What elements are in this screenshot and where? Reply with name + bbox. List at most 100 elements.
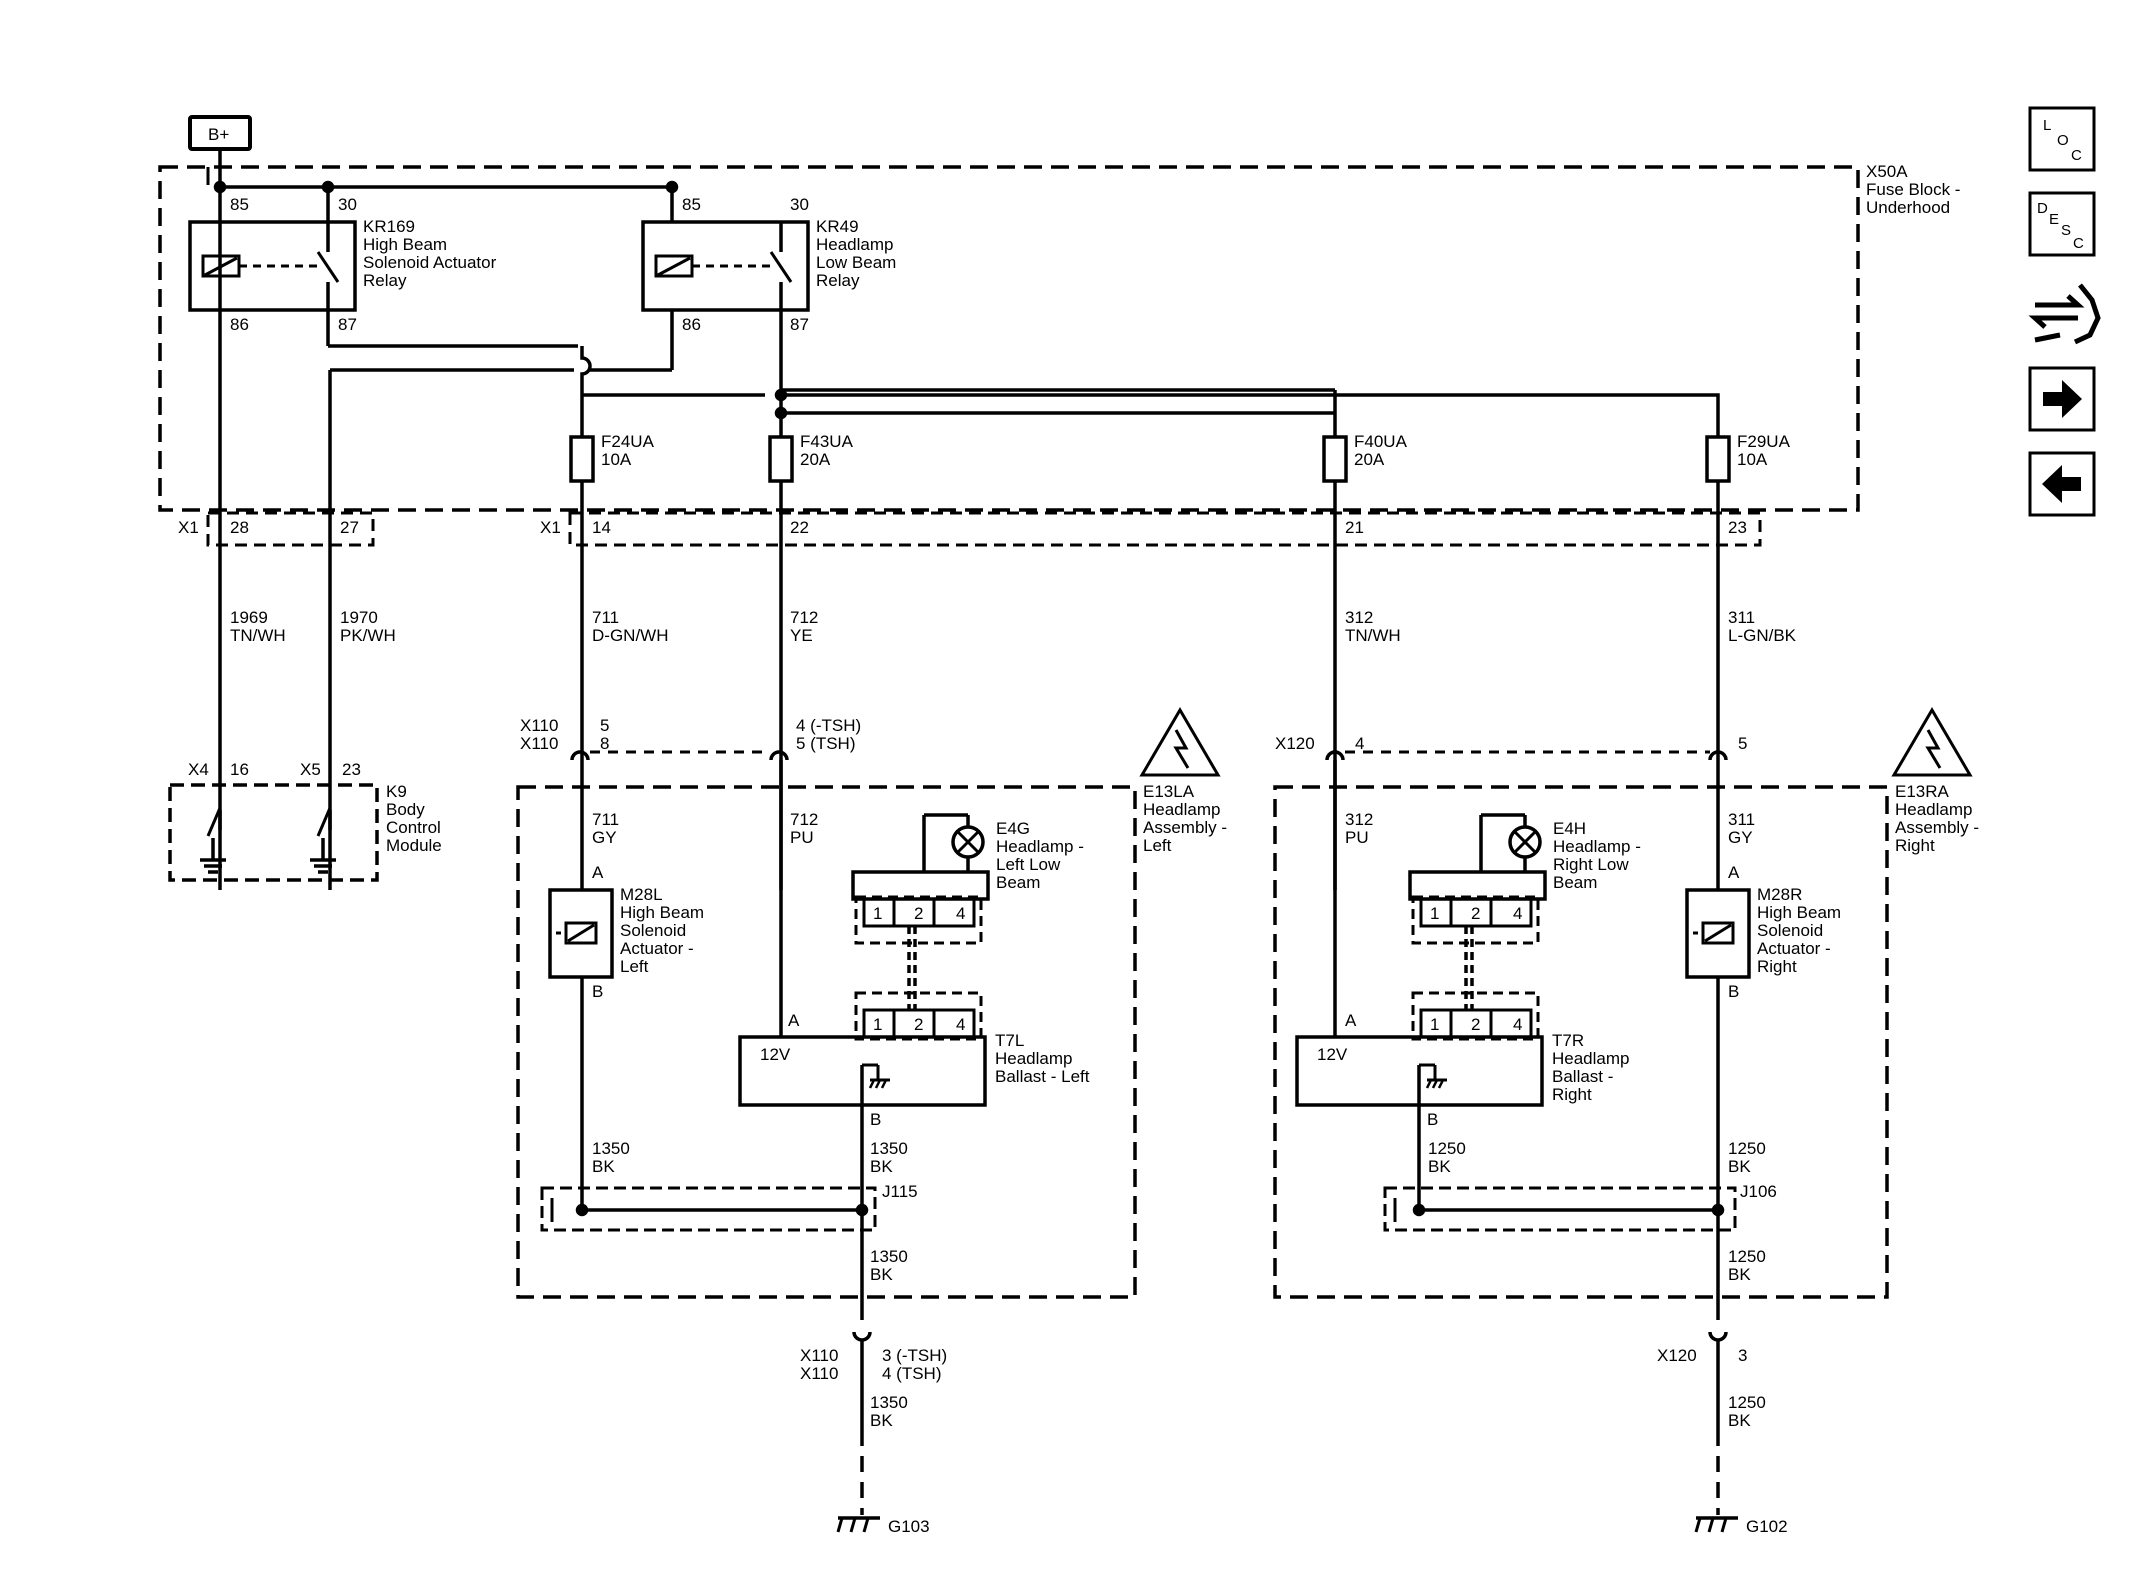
fuse-f24ua — [569, 435, 595, 483]
wire-number: 712 — [790, 810, 818, 829]
ballast-desc: Headlamp — [995, 1049, 1073, 1068]
connector-pin: 3 — [1738, 1346, 1747, 1365]
lamp-pin: 2 — [914, 904, 923, 923]
relay-pin: 30 — [790, 195, 809, 214]
solenoid-pin: B — [592, 982, 603, 1001]
relay-desc: High Beam — [363, 235, 447, 254]
wire-color: L-GN/BK — [1728, 626, 1797, 645]
bcm-pin: 16 — [230, 760, 249, 779]
desc-letter: E — [2049, 211, 2059, 228]
bcm-desc: Body — [386, 800, 425, 819]
ballast-voltage: 12V — [1317, 1045, 1348, 1064]
fuse-f43ua — [768, 435, 794, 483]
wire-color: D-GN/WH — [592, 626, 668, 645]
connector-end-view-icon[interactable] — [2028, 283, 2101, 345]
relay-kr169 — [188, 220, 357, 312]
loc-letter: L — [2043, 117, 2051, 134]
ballast-pin: B — [1427, 1110, 1438, 1129]
connector-x110: X110 — [520, 734, 558, 753]
solenoid-pin: A — [1728, 863, 1740, 882]
wire-number: 712 — [790, 608, 818, 627]
fuse-block-outline — [158, 165, 1860, 512]
wire-number: 1250 — [1428, 1139, 1466, 1158]
ballast-pin: A — [1345, 1011, 1357, 1030]
bcm-name: K9 — [386, 782, 407, 801]
wire-number: 1250 — [1728, 1393, 1766, 1412]
bcm-desc: Control — [386, 818, 441, 837]
solenoid-name: M28L — [620, 885, 663, 904]
connector-pin: 5 — [600, 716, 609, 735]
ballast-pin: 4 — [956, 1015, 965, 1034]
lamp-desc: Beam — [996, 873, 1040, 892]
lamp-pin: 4 — [1513, 904, 1522, 923]
fuse-f40ua — [1322, 435, 1348, 483]
wire-color: BK — [870, 1157, 893, 1176]
bcm-desc: Module — [386, 836, 442, 855]
splice-label: J106 — [1740, 1182, 1777, 1201]
relay-desc: Headlamp — [816, 235, 894, 254]
x1-connector-label: X1 — [178, 518, 199, 537]
wire-number: 1350 — [870, 1247, 908, 1266]
connector-pin: 4 — [1355, 734, 1364, 753]
wire-number: 312 — [1345, 608, 1373, 627]
lamp-desc: Headlamp - — [996, 837, 1084, 856]
loc-button[interactable]: L O C — [2028, 106, 2096, 172]
x1-connector-right — [568, 511, 1762, 547]
solenoid-pin: A — [592, 863, 604, 882]
desc-button[interactable]: D E S C — [2028, 191, 2096, 257]
fuse-f29ua — [1705, 435, 1731, 483]
bcm-k9-outline — [168, 783, 379, 882]
arrow-left-icon[interactable] — [2028, 451, 2096, 517]
wire-color: BK — [870, 1411, 893, 1430]
ballast-pin: B — [870, 1110, 881, 1129]
lamp-pin: 2 — [1471, 904, 1480, 923]
relay-pin: 86 — [682, 315, 701, 334]
relay-pin: 87 — [790, 315, 809, 334]
wire-color: BK — [1428, 1157, 1451, 1176]
fuse-rating: 20A — [800, 450, 831, 469]
solenoid-desc: Solenoid — [1757, 921, 1823, 940]
ballast-desc: Ballast - — [1552, 1067, 1613, 1086]
lamp-pin: 1 — [1430, 904, 1439, 923]
arrow-right-icon[interactable] — [2028, 366, 2096, 432]
splice-j106 — [1383, 1186, 1737, 1232]
high-voltage-warning-icon — [1891, 707, 1973, 777]
fuse-rating: 10A — [1737, 450, 1768, 469]
x1-pin: 23 — [1728, 518, 1747, 537]
fuse-rating: 20A — [1354, 450, 1385, 469]
wire-color: BK — [1728, 1411, 1751, 1430]
ballast-pin: 2 — [1471, 1015, 1480, 1034]
wire-number: 1970 — [340, 608, 378, 627]
ballast-name: T7L — [995, 1031, 1024, 1050]
bcm-connector: X4 — [188, 760, 209, 779]
right-assembly-outline — [1273, 785, 1889, 1299]
relay-name: KR169 — [363, 217, 415, 236]
bcm-pin: 23 — [342, 760, 361, 779]
lamp-e4g-base — [851, 870, 990, 901]
solenoid-desc: Left — [620, 957, 649, 976]
wire-color: PU — [1345, 828, 1369, 847]
ground-label: G103 — [888, 1517, 930, 1536]
assembly-desc: Headlamp — [1895, 800, 1973, 819]
connector-x110: X110 — [800, 1346, 838, 1365]
connector-x120: X120 — [1657, 1346, 1697, 1365]
desc-letter: D — [2037, 200, 2048, 217]
relay-pin: 87 — [338, 315, 357, 334]
ground-label: G102 — [1746, 1517, 1788, 1536]
solenoid-desc: High Beam — [620, 903, 704, 922]
fuse-name: F43UA — [800, 432, 854, 451]
connector-pin: 3 (-TSH) — [882, 1346, 947, 1365]
relay-pin: 85 — [682, 195, 701, 214]
connector-pin: 8 — [600, 734, 609, 753]
fuse-name: F40UA — [1354, 432, 1408, 451]
connector-pin: 5 — [1738, 734, 1747, 753]
assembly-desc: Assembly - — [1895, 818, 1979, 837]
wire-number: 312 — [1345, 810, 1373, 829]
relay-kr49 — [641, 220, 810, 312]
lamp-name: E4H — [1553, 819, 1586, 838]
connector-x110: X110 — [520, 716, 558, 735]
ballast-voltage: 12V — [760, 1045, 791, 1064]
assembly-desc: Right — [1895, 836, 1935, 855]
relay-desc: Solenoid Actuator — [363, 253, 497, 272]
